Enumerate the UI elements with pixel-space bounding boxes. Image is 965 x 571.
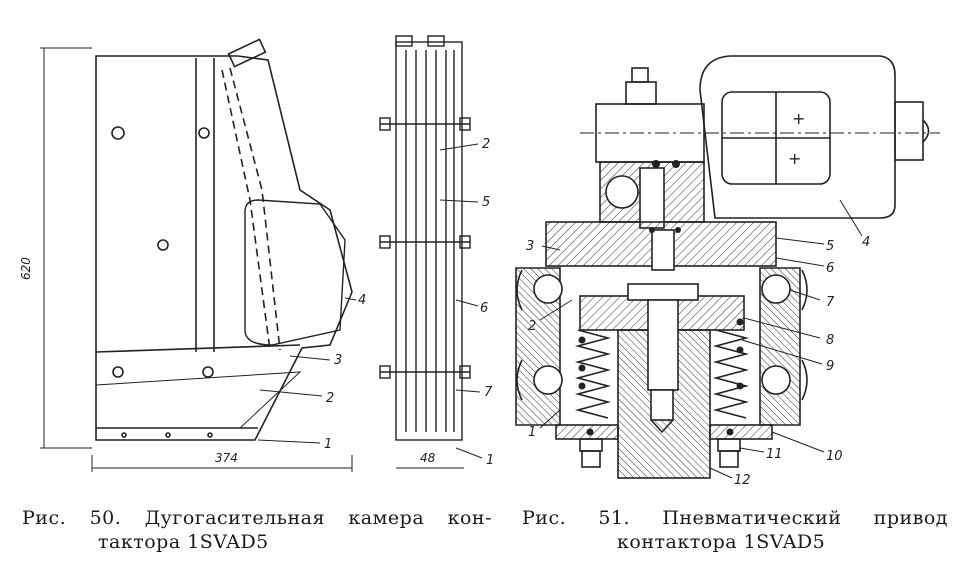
fig50-label-1b: 1: [486, 453, 494, 468]
figure-51-caption: Рис. 51. Пневматический привод контактор…: [522, 506, 948, 554]
fig50-label-6: 6: [480, 301, 488, 316]
fig51-label-4: 4: [862, 235, 870, 250]
fig51-label-10: 10: [826, 449, 843, 464]
figure-50-caption-line1: Рис. 50. Дугогасительная камера кон-: [22, 507, 492, 529]
figure-50-caption: Рис. 50. Дугогасительная камера кон- так…: [22, 506, 492, 554]
figure-50-caption-line2: тактора 1SVAD5: [98, 531, 269, 553]
dimension-lines-fig50: [40, 47, 464, 472]
fig51-label-1: 1: [528, 425, 536, 440]
dim-height: 620: [19, 257, 33, 280]
fig50-label-5: 5: [482, 195, 490, 210]
fig50-label-2b: 2: [482, 137, 490, 152]
figure-51-caption-line2: контактора 1SVAD5: [617, 531, 826, 553]
fig51-label-8: 8: [826, 333, 834, 348]
fig51-label-12: 12: [734, 473, 751, 488]
technical-drawing: 620 374 48 1 2 3 4 5 6 7: [19, 35, 940, 488]
figure-51-caption-line1: Рис. 51. Пневматический привод: [522, 507, 948, 529]
dim-depth: 48: [420, 451, 436, 465]
fig51-label-6: 6: [826, 261, 834, 276]
leader-lines-fig51: [539, 199, 863, 479]
fig50-label-3: 3: [334, 353, 342, 368]
fig50-label-7: 7: [484, 385, 493, 400]
fig50-label-1: 1: [324, 437, 332, 452]
fig51-label-7: 7: [826, 295, 835, 310]
svg-text:+: +: [788, 149, 801, 168]
arc-chute-edge-view: [379, 35, 471, 441]
fig51-label-3: 3: [526, 239, 534, 254]
fig51-label-5: 5: [826, 239, 834, 254]
svg-text:+: +: [792, 109, 805, 128]
dim-width: 374: [215, 451, 238, 465]
fig51-label-2: 2: [528, 319, 536, 334]
arc-chute-side-view: [95, 38, 353, 441]
fig51-label-11: 11: [766, 447, 783, 462]
fig50-label-2: 2: [326, 391, 334, 406]
fig50-label-4: 4: [358, 293, 366, 308]
pneumatic-actuator-section: + +: [515, 55, 940, 479]
fig51-label-9: 9: [826, 359, 834, 374]
leader-lines-fig50: [257, 143, 483, 459]
